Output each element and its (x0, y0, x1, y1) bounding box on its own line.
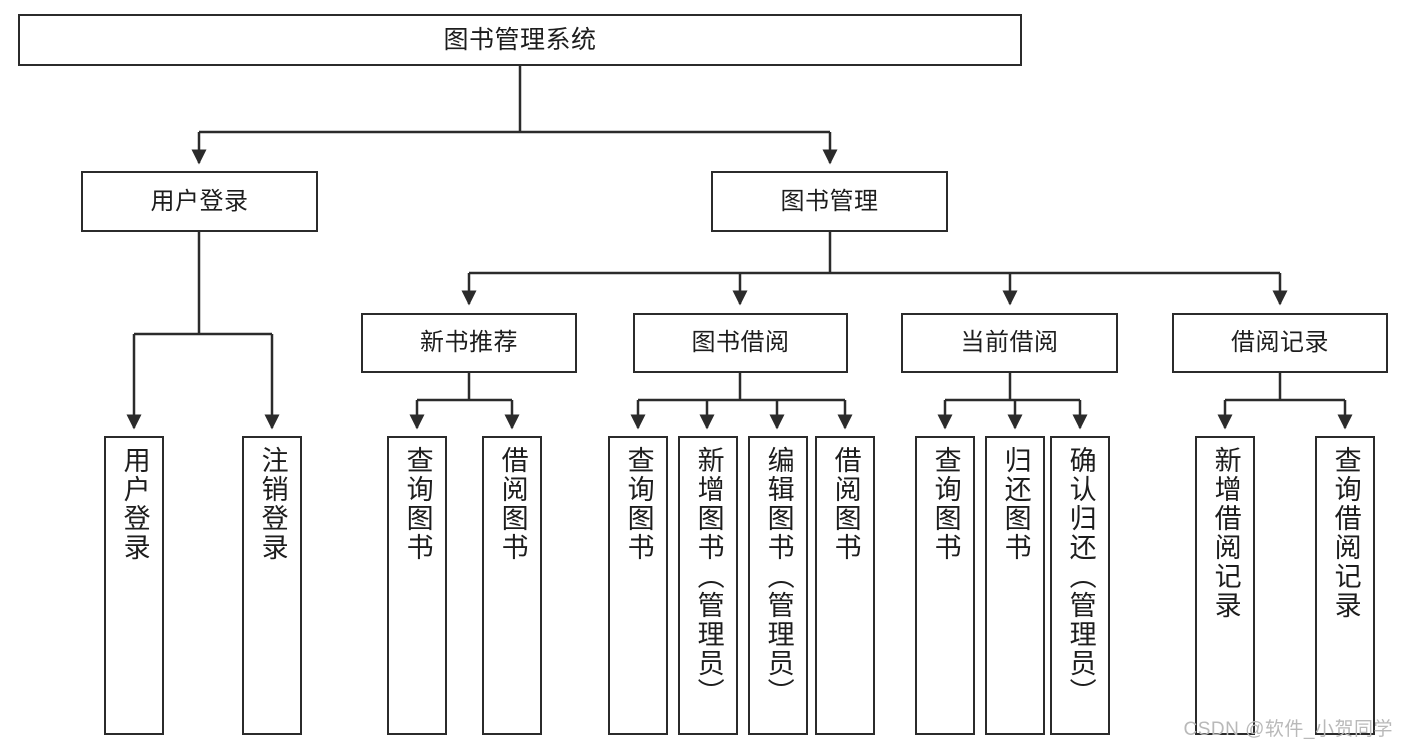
node-book-management[interactable]: 图书管理 (711, 171, 948, 232)
node-label: 用户登录 (150, 187, 249, 215)
node-label: 新书推荐 (420, 329, 518, 356)
leaf-record-add-borrow-record[interactable]: 新增借阅记录 (1195, 436, 1255, 735)
node-label: 查询借阅记录 (1330, 446, 1361, 620)
node-borrow-record[interactable]: 借阅记录 (1172, 313, 1388, 373)
node-label: 新增借阅记录 (1210, 446, 1241, 620)
node-new-book-recommend[interactable]: 新书推荐 (361, 313, 577, 373)
leaf-record-query-borrow-record[interactable]: 查询借阅记录 (1315, 436, 1375, 735)
node-label: 借阅记录 (1231, 329, 1329, 356)
node-label: 查询图书 (402, 446, 433, 562)
node-label: 用户登录 (119, 446, 150, 562)
node-label: 编辑图书（管理员） (763, 446, 794, 707)
leaf-borrow-add-book-admin[interactable]: 新增图书（管理员） (678, 436, 738, 735)
leaf-newbook-query-book[interactable]: 查询图书 (387, 436, 447, 735)
node-label: 查询图书 (623, 446, 654, 562)
node-label: 确认归还（管理员） (1065, 446, 1096, 707)
leaf-logout[interactable]: 注销登录 (242, 436, 302, 735)
node-label: 借阅图书 (830, 446, 861, 562)
leaf-user-login[interactable]: 用户登录 (104, 436, 164, 735)
leaf-current-return-book[interactable]: 归还图书 (985, 436, 1045, 735)
node-label: 借阅图书 (497, 446, 528, 562)
node-label: 图书管理 (780, 187, 879, 215)
leaf-current-confirm-return-admin[interactable]: 确认归还（管理员） (1050, 436, 1110, 735)
node-user-login[interactable]: 用户登录 (81, 171, 318, 232)
leaf-borrow-query-book[interactable]: 查询图书 (608, 436, 668, 735)
node-label: 注销登录 (257, 446, 288, 562)
leaf-newbook-borrow-book[interactable]: 借阅图书 (482, 436, 542, 735)
node-root-book-management-system[interactable]: 图书管理系统 (18, 14, 1022, 66)
leaf-current-query-book[interactable]: 查询图书 (915, 436, 975, 735)
csdn-watermark: CSDN @软件_小贺同学 (1183, 719, 1393, 740)
leaf-borrow-lend-book[interactable]: 借阅图书 (815, 436, 875, 735)
node-label: 图书管理系统 (443, 25, 597, 54)
node-label: 查询图书 (930, 446, 961, 562)
leaf-borrow-edit-book-admin[interactable]: 编辑图书（管理员） (748, 436, 808, 735)
node-current-borrow[interactable]: 当前借阅 (901, 313, 1118, 373)
node-label: 新增图书（管理员） (693, 446, 724, 707)
node-label: 当前借阅 (960, 329, 1059, 356)
node-label: 归还图书 (1000, 446, 1031, 562)
node-book-borrow[interactable]: 图书借阅 (633, 313, 848, 373)
node-label: 图书借阅 (691, 329, 790, 356)
